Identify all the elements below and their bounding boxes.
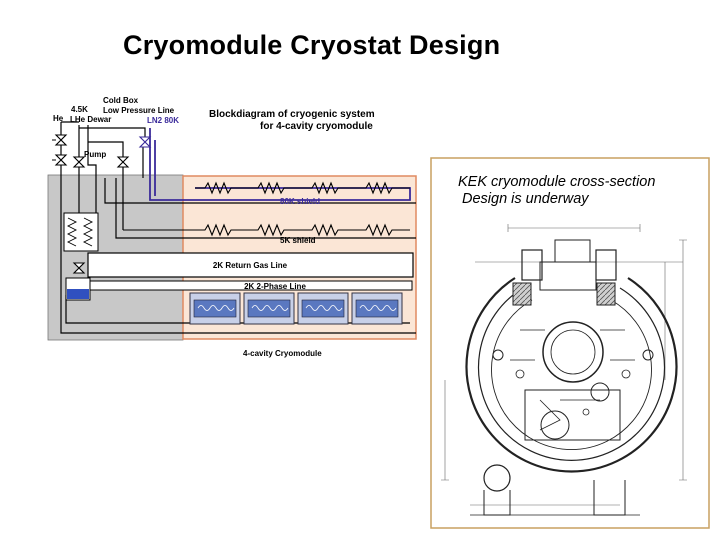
cavity-group bbox=[189, 292, 403, 325]
shield-80k-heaters bbox=[195, 181, 410, 195]
cryomodule-label: 4-cavity Cryomodule bbox=[243, 349, 322, 358]
shield-5k-heaters bbox=[123, 223, 410, 237]
two-phase-line-label: 2K 2-Phase Line bbox=[244, 282, 306, 291]
valve-pump bbox=[72, 156, 86, 168]
valve-lp bbox=[116, 156, 130, 168]
lhe-dewar-label: LHe Dewar bbox=[70, 115, 111, 124]
low-pressure-line-label: Low Pressure Line bbox=[103, 106, 175, 115]
return-gas-line-bar bbox=[87, 252, 414, 278]
kek-caption-line-2: Design is underway bbox=[462, 191, 589, 207]
page-title: Cryomodule Cryostat Design bbox=[123, 30, 501, 60]
block-diagram-heading-2: for 4-cavity cryomodule bbox=[260, 121, 373, 132]
he-4-5k-label: 4.5K bbox=[71, 105, 88, 114]
valve-bottom bbox=[72, 262, 86, 274]
valve-ln2 bbox=[138, 136, 152, 148]
valve-he-2 bbox=[54, 154, 68, 166]
he-label: He bbox=[53, 114, 64, 123]
kek-figure-frame bbox=[430, 157, 710, 529]
dewar-liquid bbox=[67, 289, 89, 299]
shield-5k-label: 5K shield bbox=[280, 236, 316, 245]
kek-cross-section-drawing bbox=[441, 224, 687, 516]
ln2-80k-label: LN2 80K bbox=[147, 116, 179, 125]
cold-box-label: Cold Box bbox=[103, 96, 139, 105]
valve-he-1 bbox=[54, 134, 68, 146]
shield-80k-label: 80K shield bbox=[280, 197, 320, 206]
valve-group bbox=[54, 134, 152, 274]
kek-caption-line-1: KEK cryomodule cross-section bbox=[458, 174, 656, 190]
block-diagram-heading-1: Blockdiagram of cryogenic system bbox=[209, 109, 375, 120]
kek-caption: KEK cryomodule cross-section Design is u… bbox=[458, 174, 655, 208]
return-gas-line-label: 2K Return Gas Line bbox=[213, 261, 288, 270]
pump-label: Pump bbox=[84, 150, 106, 159]
piping-network bbox=[60, 121, 416, 334]
